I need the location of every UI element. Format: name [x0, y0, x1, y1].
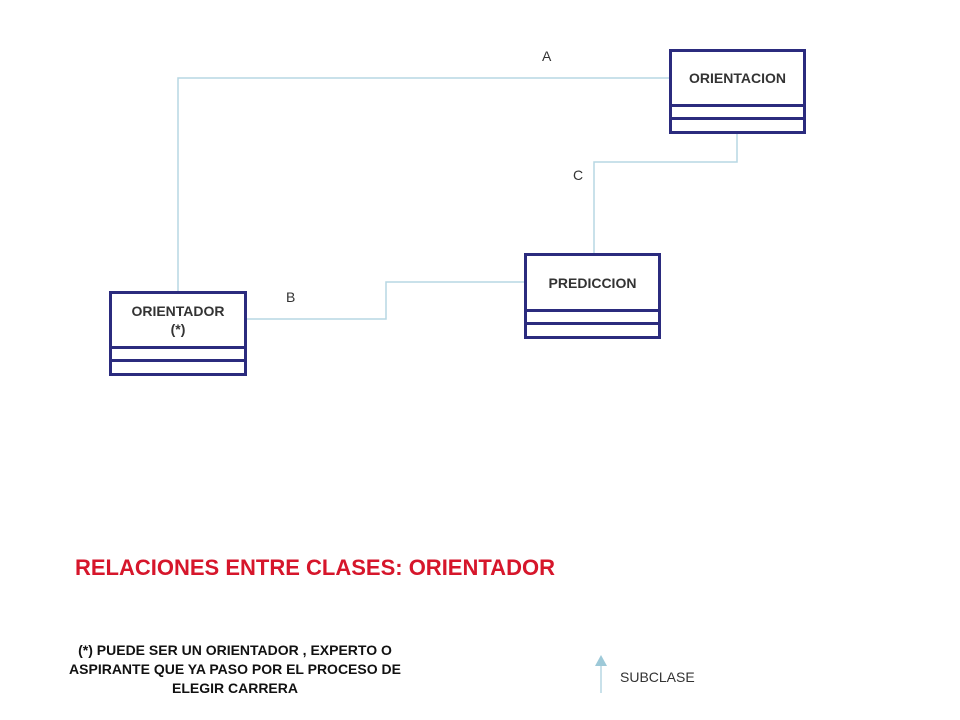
footnote-line: (*) PUEDE SER UN ORIENTADOR , EXPERTO O	[78, 642, 392, 658]
association-a-line	[177, 77, 670, 292]
class-orientador-operations	[112, 362, 244, 374]
class-orientacion[interactable]: ORIENTACION	[669, 49, 806, 134]
class-name-label: PREDICCION	[548, 274, 637, 291]
page-title: RELACIONES ENTRE CLASES: ORIENTADOR	[75, 555, 555, 580]
class-prediccion-operations	[527, 325, 658, 337]
class-prediccion-attributes	[527, 312, 658, 325]
class-name-label: ORIENTACION	[689, 70, 786, 86]
association-a-label: A	[542, 48, 552, 64]
legend-subclase-label: SUBCLASE	[620, 669, 695, 685]
class-orientacion-operations	[672, 120, 803, 132]
association-b-line	[246, 281, 525, 320]
class-name-footnote-mark: (*)	[170, 321, 186, 337]
association-c-line	[593, 134, 738, 255]
association-b-label: B	[286, 289, 296, 305]
class-orientador-name: ORIENTADOR (*)	[112, 294, 244, 349]
footnote-line: ASPIRANTE QUE YA PASO POR EL PROCESO DE	[69, 661, 401, 677]
class-orientacion-name: ORIENTACION	[672, 52, 803, 107]
association-c-label: C	[573, 167, 584, 183]
footnote: (*) PUEDE SER UN ORIENTADOR , EXPERTO O …	[35, 641, 435, 698]
class-orientacion-attributes	[672, 107, 803, 120]
arrow-up-icon	[595, 655, 607, 693]
footnote-line: ELEGIR CARRERA	[171, 680, 298, 696]
class-prediccion-name: PREDICCION	[527, 256, 658, 312]
class-prediccion[interactable]: PREDICCION	[524, 253, 661, 339]
class-orientador[interactable]: ORIENTADOR (*)	[109, 291, 247, 376]
class-orientador-attributes	[112, 349, 244, 362]
class-name-label: ORIENTADOR	[131, 303, 225, 319]
